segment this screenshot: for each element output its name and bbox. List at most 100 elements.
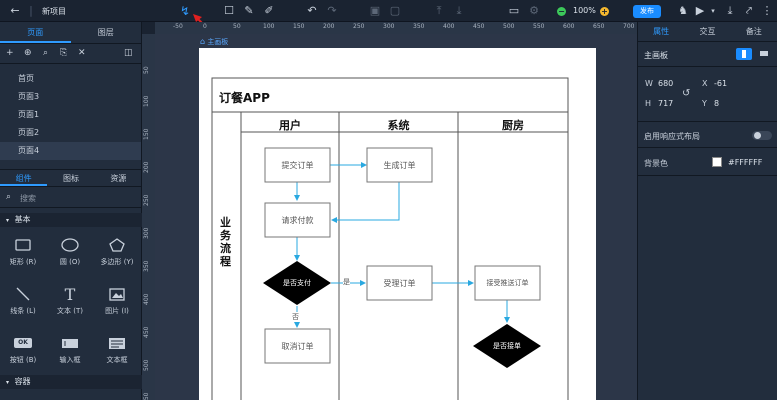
node-submit-order[interactable] [264, 147, 331, 183]
component-line[interactable]: 线条 (L) [0, 282, 46, 322]
page-item[interactable]: 页面3 [18, 92, 40, 101]
image-icon [109, 287, 125, 301]
component-input[interactable]: 输入框 [47, 331, 93, 371]
search-page-icon[interactable]: ⌕ [43, 48, 49, 58]
chevron-down-icon[interactable]: ▾ [711, 7, 715, 15]
lane-system: 系统 [387, 119, 410, 132]
redo-icon[interactable]: ↷ [327, 4, 337, 17]
artboard-label[interactable]: ⌂ 主画板 [200, 37, 229, 46]
add-page-icon[interactable]: + [6, 48, 14, 58]
flowchart [211, 77, 569, 400]
ungroup-icon[interactable]: ▢ [389, 4, 401, 17]
project-name[interactable]: 新项目 [42, 7, 66, 16]
connector-tool-icon[interactable]: ↯ [179, 4, 191, 18]
ruler-top-label: 0 [203, 23, 207, 30]
delete-page-icon[interactable]: ✕ [78, 48, 86, 58]
left-tabs: 页面 图层 [0, 22, 141, 44]
height-input[interactable]: 717 [658, 99, 674, 108]
pen-tool-icon[interactable]: ✎ [244, 4, 254, 17]
input-icon [62, 338, 78, 348]
tab-icons[interactable]: 图标 [62, 174, 79, 183]
align-top-icon[interactable]: ⤒ [436, 4, 442, 17]
page-item[interactable]: 页面1 [18, 110, 40, 119]
section-basic[interactable]: ▾ 基本 [0, 213, 142, 227]
tab-components[interactable]: 组件 [0, 170, 48, 186]
tab-pages[interactable]: 页面 [0, 22, 71, 43]
undo-icon[interactable]: ↶ [307, 4, 317, 17]
artboard[interactable]: 订餐APP 业务流程 用户 系统 厨房 提交订单 生成订单 请求付款 是否支付 … [199, 48, 596, 400]
component-text[interactable]: T 文本 (T) [57, 284, 83, 316]
left-panel: 页面 图层 + ⊕ ⌕ ⎘ ✕ ◫ 首页 页面3 页面1 页面2 页面4 组件 … [0, 22, 142, 400]
page-item[interactable]: 首页 [18, 74, 34, 83]
node-label: 是否接单 [493, 342, 521, 350]
component-rectangle[interactable]: 矩形 (R) [0, 233, 46, 273]
node-generate-order[interactable] [366, 147, 433, 183]
download-icon[interactable]: ⤓ [727, 4, 733, 17]
collaborate-icon[interactable]: ♞ [678, 4, 688, 17]
pencil-tool-icon[interactable]: ✐ [264, 4, 274, 17]
responsive-layout-toggle[interactable] [752, 131, 772, 140]
align-bottom-icon[interactable]: ⤓ [456, 4, 462, 17]
ruler-top-label: 50 [233, 23, 241, 30]
tab-assets[interactable]: 资源 [110, 174, 127, 183]
group-icon[interactable]: ▣ [369, 4, 381, 17]
background-label: 背景色 [644, 159, 668, 168]
landscape-button[interactable] [756, 48, 772, 60]
zoom-in-icon[interactable]: + [600, 7, 609, 16]
x-input[interactable]: -61 [714, 79, 728, 88]
node-is-paid[interactable] [263, 261, 331, 305]
separator-icon: | [29, 4, 33, 17]
section-container[interactable]: ▾ 容器 [0, 375, 142, 389]
node-is-accepted[interactable] [473, 324, 541, 368]
publish-button[interactable]: 发布 [633, 5, 661, 18]
ruler-left-label: 150 [143, 128, 150, 140]
more-icon[interactable]: ⋮ [761, 4, 773, 17]
portrait-button[interactable] [736, 48, 752, 60]
add-frame-icon[interactable]: ☐ [224, 4, 234, 17]
add-folder-icon[interactable]: ⊕ [24, 48, 32, 58]
copy-page-icon[interactable]: ⎘ [60, 48, 68, 58]
share-icon[interactable]: ⤤ [745, 4, 753, 17]
y-input[interactable]: 8 [714, 99, 720, 108]
lock-ratio-icon[interactable]: ↺ [682, 88, 691, 99]
tab-layers[interactable]: 图层 [97, 28, 114, 37]
node-label: 请求付款 [281, 216, 314, 225]
device-preview-icon[interactable]: ▭ [508, 4, 520, 17]
node-request-payment[interactable] [264, 202, 331, 238]
zoom-level[interactable]: 100% [573, 6, 596, 15]
component-textarea[interactable]: 文本框 [94, 331, 140, 371]
tab-interactions[interactable]: 交互 [699, 27, 716, 36]
ruler-top-label: 300 [383, 23, 395, 30]
component-image[interactable]: 图片 (I) [94, 282, 140, 322]
rectangle-icon [15, 239, 31, 251]
zoom-out-icon[interactable]: − [557, 7, 566, 16]
collapse-panel-icon[interactable]: ◫ [124, 48, 133, 58]
settings-icon[interactable]: ⚙ [529, 4, 539, 17]
play-preview-icon[interactable]: ▶ [695, 4, 705, 17]
tab-notes[interactable]: 备注 [745, 27, 762, 36]
background-color-value[interactable]: #FFFFFF [728, 158, 763, 167]
node-cancel-order[interactable] [264, 328, 331, 364]
search-icon: ⌕ [6, 192, 12, 202]
search-input[interactable]: 搜索 [20, 194, 36, 203]
page-item-selected[interactable]: 页面4 [0, 142, 141, 160]
component-polygon[interactable]: 多边形 (Y) [94, 233, 140, 273]
ruler-left-label: 350 [143, 260, 150, 272]
page-list: 首页 页面3 页面1 页面2 页面4 [0, 70, 141, 160]
ruler-left-label: 250 [143, 194, 150, 206]
back-icon[interactable]: ← [10, 4, 20, 17]
node-label: 受理订单 [383, 279, 416, 288]
component-circle[interactable]: 圆 (O) [47, 233, 93, 273]
width-input[interactable]: 680 [658, 79, 674, 88]
search-box[interactable]: ⌕ 搜索 [0, 188, 142, 208]
node-receive-order[interactable] [474, 265, 541, 301]
page-item[interactable]: 页面2 [18, 128, 40, 137]
node-accept-order[interactable] [366, 265, 433, 301]
chevron-down-icon: ▾ [6, 217, 10, 224]
component-button[interactable]: OK 按钮 (B) [9, 338, 37, 364]
responsive-layout-label: 启用响应式布局 [644, 132, 700, 141]
background-color-swatch[interactable] [712, 157, 722, 167]
tab-properties[interactable]: 属性 [653, 27, 670, 36]
node-label: 生成订单 [383, 161, 416, 170]
